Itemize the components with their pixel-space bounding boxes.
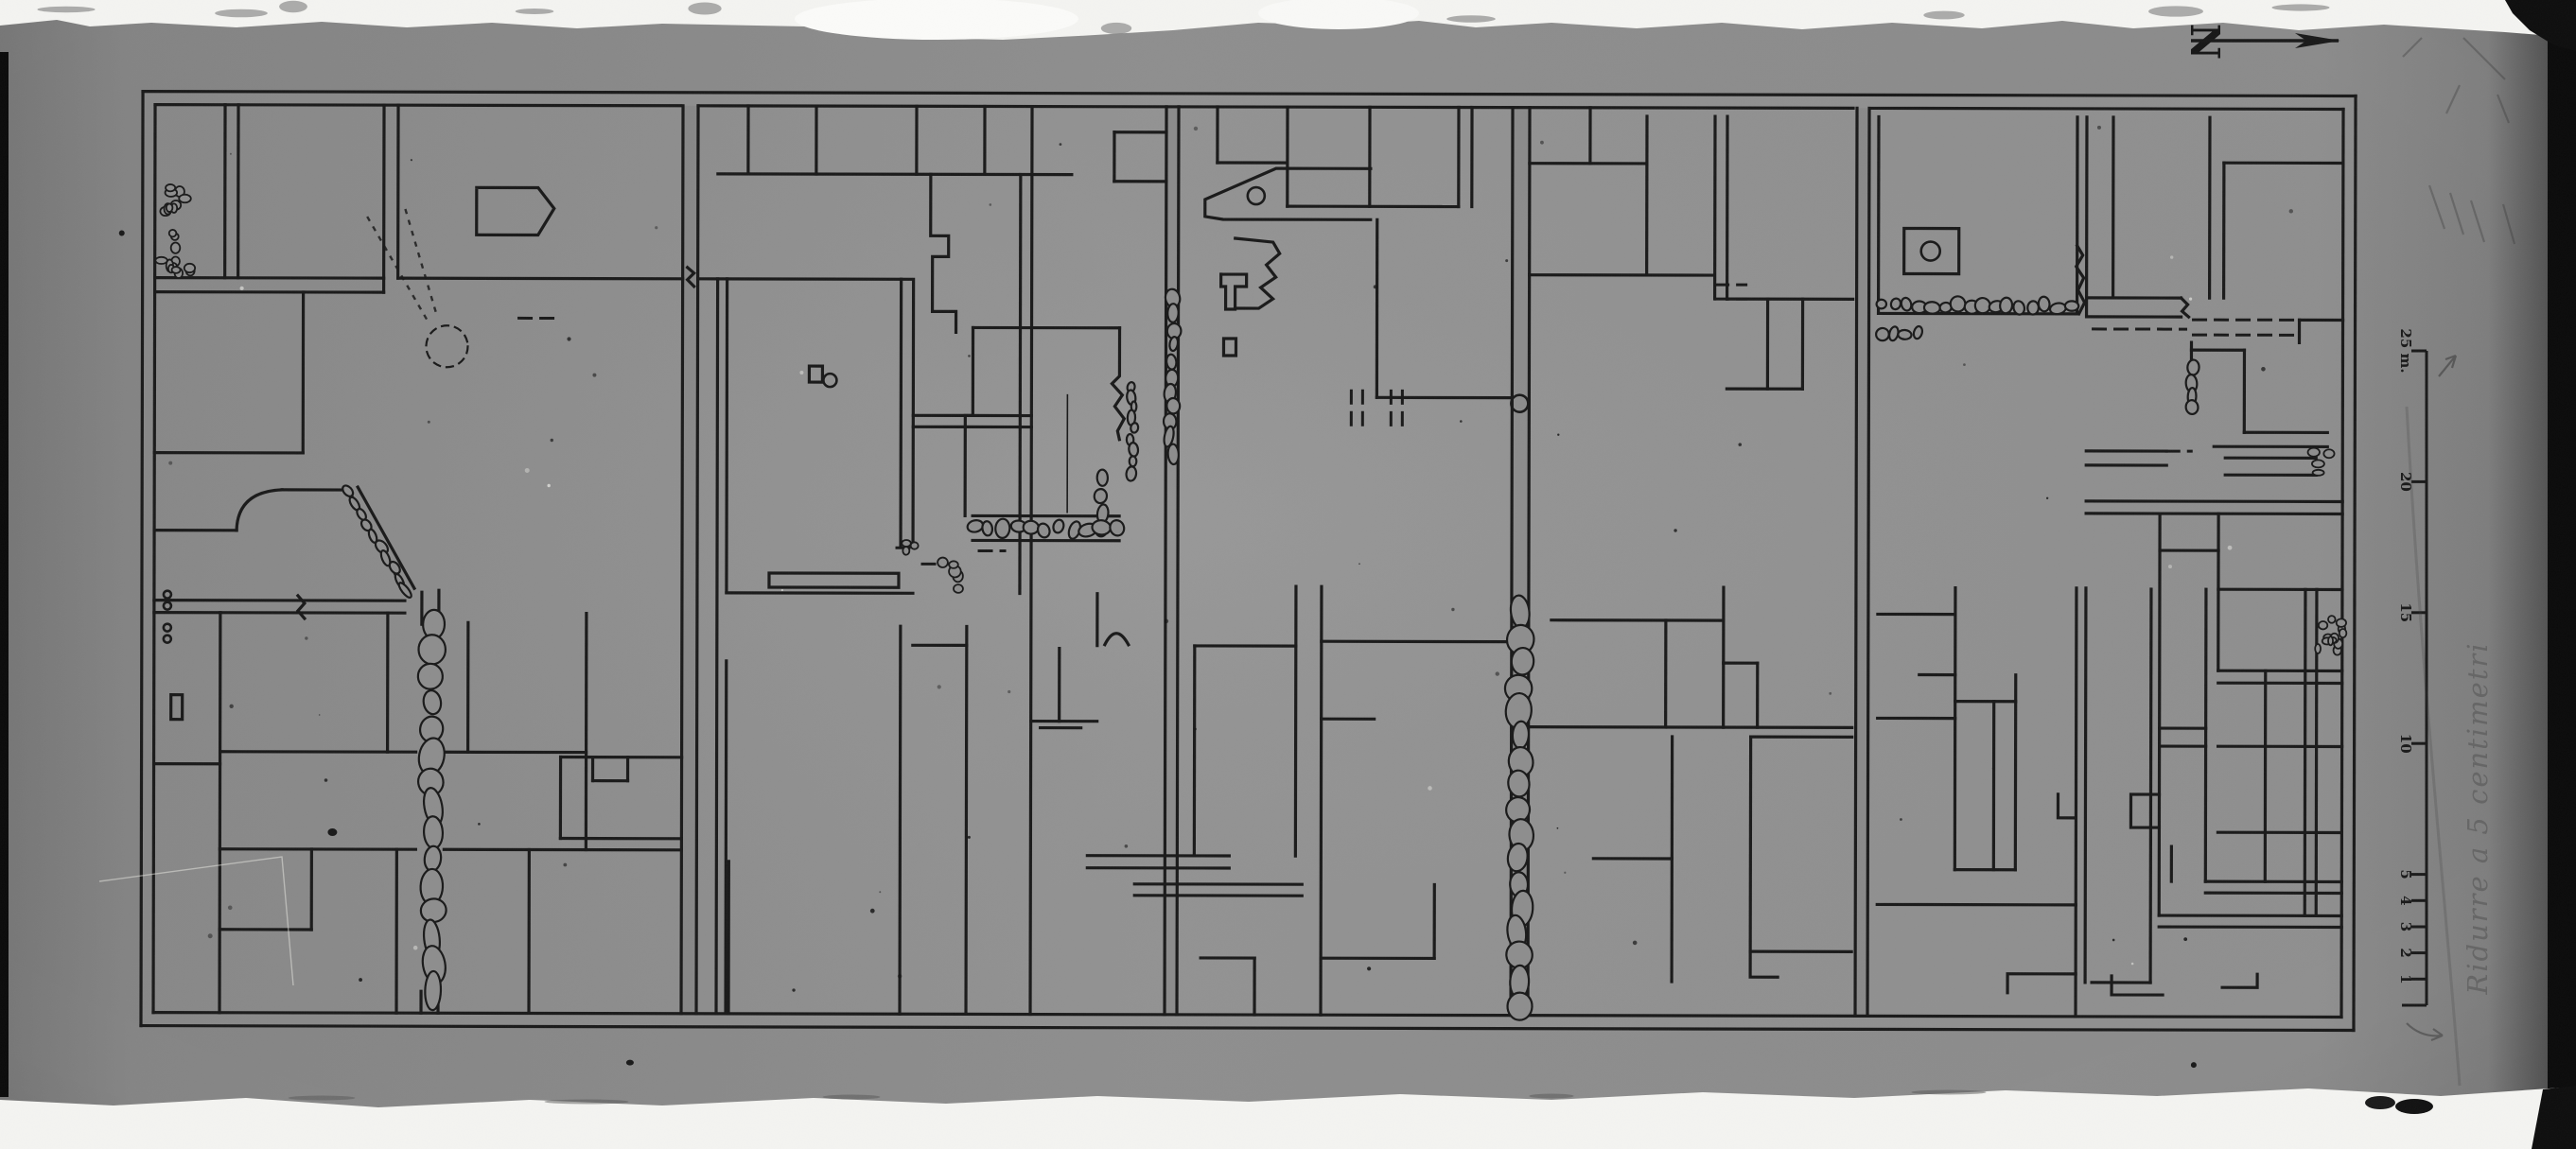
- photo-artifacts-layer: [0, 0, 2576, 1149]
- site-plan-drawing: N Ridurre a 5 centimetri 25 m.2015105432…: [0, 0, 2576, 1149]
- film-grain: [0, 0, 2576, 1149]
